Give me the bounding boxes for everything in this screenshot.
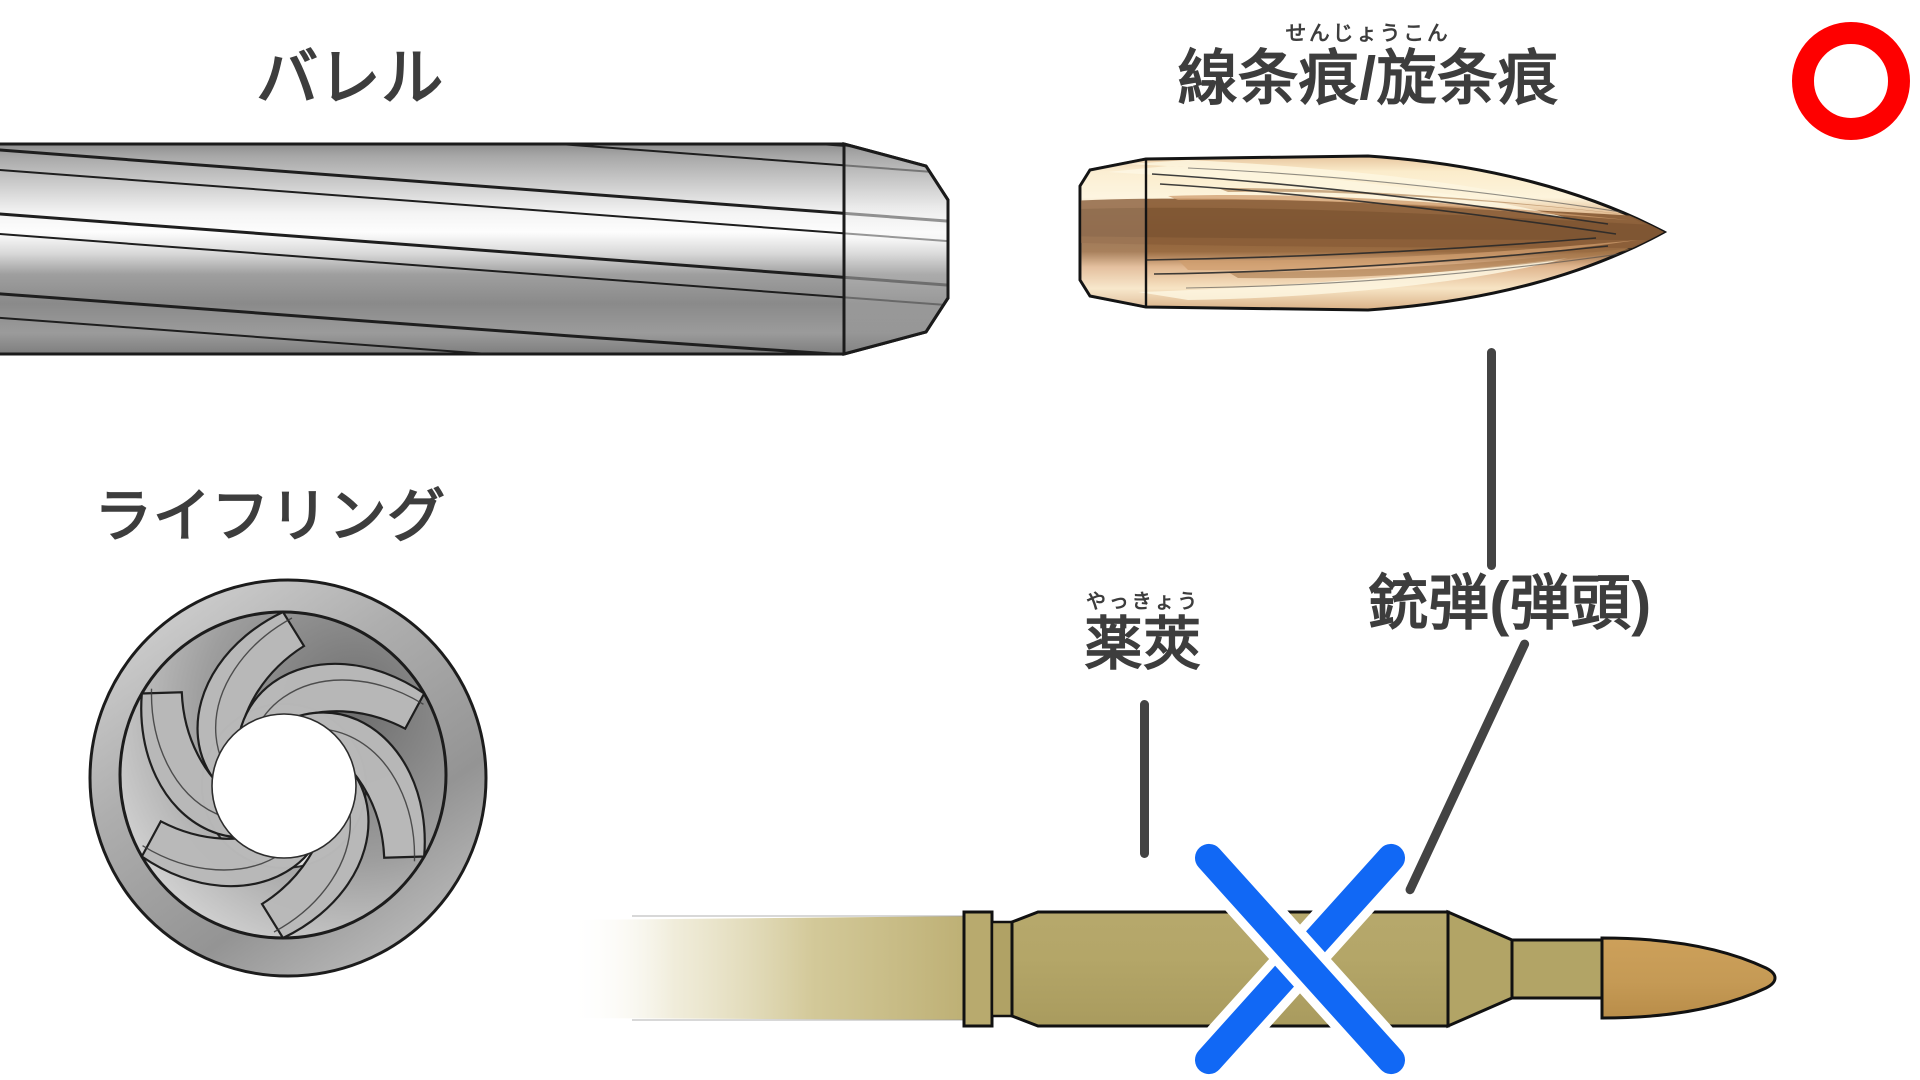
label-striation-text: 線条痕/旋条痕: [1177, 44, 1559, 112]
label-striation-ruby: せんじょうこん: [1285, 22, 1451, 45]
label-barrel: バレル: [200, 44, 500, 110]
label-rifling-text: ライフリング: [94, 484, 446, 549]
leader-case-to-cartridge-body: [1140, 700, 1149, 858]
label-barrel-text: バレル: [256, 44, 444, 114]
batsu-cross-mark: [1175, 838, 1425, 1080]
leader-striation-to-bullet: [1487, 348, 1496, 570]
label-rifling: ライフリング: [60, 484, 480, 546]
rifled-barrel-illustration: [0, 142, 950, 356]
maru-circle-mark: [1792, 22, 1910, 140]
bullet-projectile-illustration: [1078, 154, 1668, 312]
label-cartridge-case-text: 薬莢: [1084, 612, 1202, 678]
label-striation: せんじょうこん 線条痕/旋条痕: [1108, 22, 1628, 112]
label-bullet: 銃弾(弾頭): [1290, 570, 1730, 634]
label-cartridge-case-ruby: やっきょう: [1085, 591, 1200, 613]
rifling-cross-section-illustration: [88, 578, 488, 978]
label-cartridge-case: やっきょう 薬莢: [988, 592, 1298, 674]
label-bullet-text: 銃弾(弾頭): [1368, 570, 1652, 638]
